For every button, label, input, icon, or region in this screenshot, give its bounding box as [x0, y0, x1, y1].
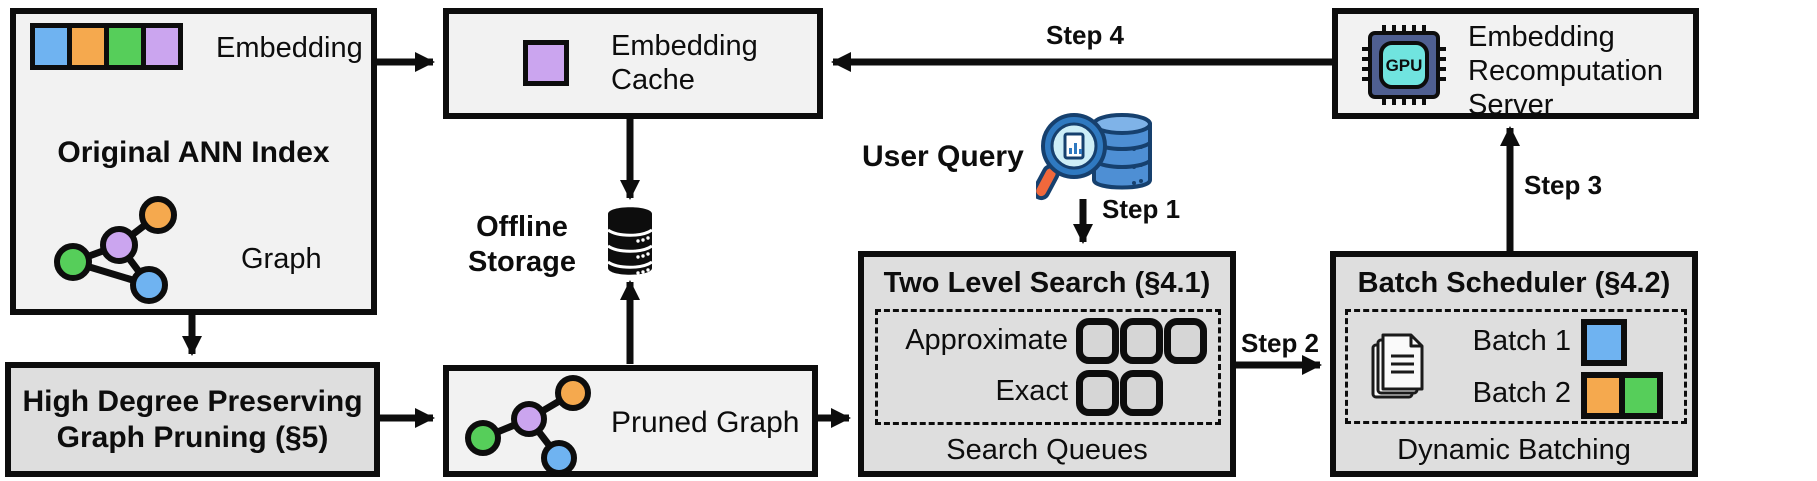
- queue-slot-icon: [1120, 318, 1163, 364]
- search-queues-panel: Approximate Exact: [875, 309, 1221, 425]
- offline-storage-label: Offline Storage: [468, 211, 576, 278]
- dynamic-batching-caption: Dynamic Batching: [1397, 434, 1631, 466]
- embedding-cache-box: Embedding Cache: [443, 8, 823, 119]
- embedding-recomputation-server-label: Embedding Recomputation Server: [1468, 21, 1664, 121]
- documents-icon: [1371, 333, 1424, 399]
- queue-slot-icon: [1164, 318, 1207, 364]
- offline-storage-database-icon: [607, 207, 653, 275]
- dynamic-batching-panel: Batch 1 Batch 2: [1345, 309, 1687, 424]
- step3-label: Step 3: [1524, 170, 1603, 200]
- exact-queue-icons: [1076, 370, 1164, 421]
- embedding-vector-icon: [30, 23, 183, 70]
- batch2-green-cell-icon: [1619, 372, 1663, 419]
- user-query-label: User Query: [862, 140, 1024, 173]
- embedding-label: Embedding: [216, 32, 363, 64]
- graph-pruning-title: High Degree Preserving Graph Pruning (§5…: [22, 385, 363, 454]
- approximate-label: Approximate: [905, 324, 1068, 356]
- step1-label: Step 1: [1102, 194, 1181, 224]
- batch-scheduler-box: Batch Scheduler (§4.2) Batch 1 Batch 2 D…: [1330, 251, 1698, 477]
- two-level-search-title: Two Level Search (§4.1): [883, 267, 1211, 299]
- svg-text:GPU: GPU: [1386, 56, 1423, 75]
- embedding-cell-orange-icon: [67, 23, 109, 70]
- pruned-graph-label: Pruned Graph: [611, 406, 800, 439]
- step4-label: Step 4: [1045, 20, 1125, 50]
- embedding-cell-purple-icon: [141, 23, 183, 70]
- batch1-blue-cell-icon: [1581, 319, 1627, 366]
- queue-slot-icon: [1076, 318, 1119, 364]
- batch1-label: Batch 1: [1472, 325, 1571, 357]
- original-ann-index-title: Original ANN Index: [57, 136, 330, 169]
- queue-slot-icon: [1076, 370, 1119, 416]
- graph-label: Graph: [241, 243, 322, 275]
- pruned-graph-icon: [465, 375, 591, 476]
- pruned-graph-box: Pruned Graph: [443, 365, 818, 477]
- approximate-queue-icons: [1076, 318, 1208, 369]
- gpu-chip-icon: GPU: [1362, 25, 1446, 105]
- exact-label: Exact: [995, 375, 1068, 407]
- embedding-recomputation-server-box: GPU Embedding Recomputation Server: [1332, 8, 1699, 121]
- embedding-cell-green-icon: [104, 23, 146, 70]
- ann-graph-icon: [54, 196, 177, 304]
- batch-scheduler-title: Batch Scheduler (§4.2): [1357, 267, 1671, 299]
- search-queues-caption: Search Queues: [946, 434, 1148, 466]
- embedding-cache-label: Embedding Cache: [611, 30, 758, 96]
- cached-embedding-cell-icon: [523, 40, 569, 86]
- two-level-search-box: Two Level Search (§4.1) Approximate Exac…: [858, 251, 1236, 477]
- queue-slot-icon: [1120, 370, 1163, 416]
- batch2-label: Batch 2: [1472, 377, 1571, 409]
- user-query-search-database-icon: [1036, 113, 1152, 201]
- step2-label: Step 2: [1240, 328, 1320, 358]
- embedding-cell-blue-icon: [30, 23, 72, 70]
- original-ann-index-box: Embedding Original ANN Index Graph: [10, 8, 377, 315]
- graph-pruning-box: High Degree Preserving Graph Pruning (§5…: [5, 362, 380, 477]
